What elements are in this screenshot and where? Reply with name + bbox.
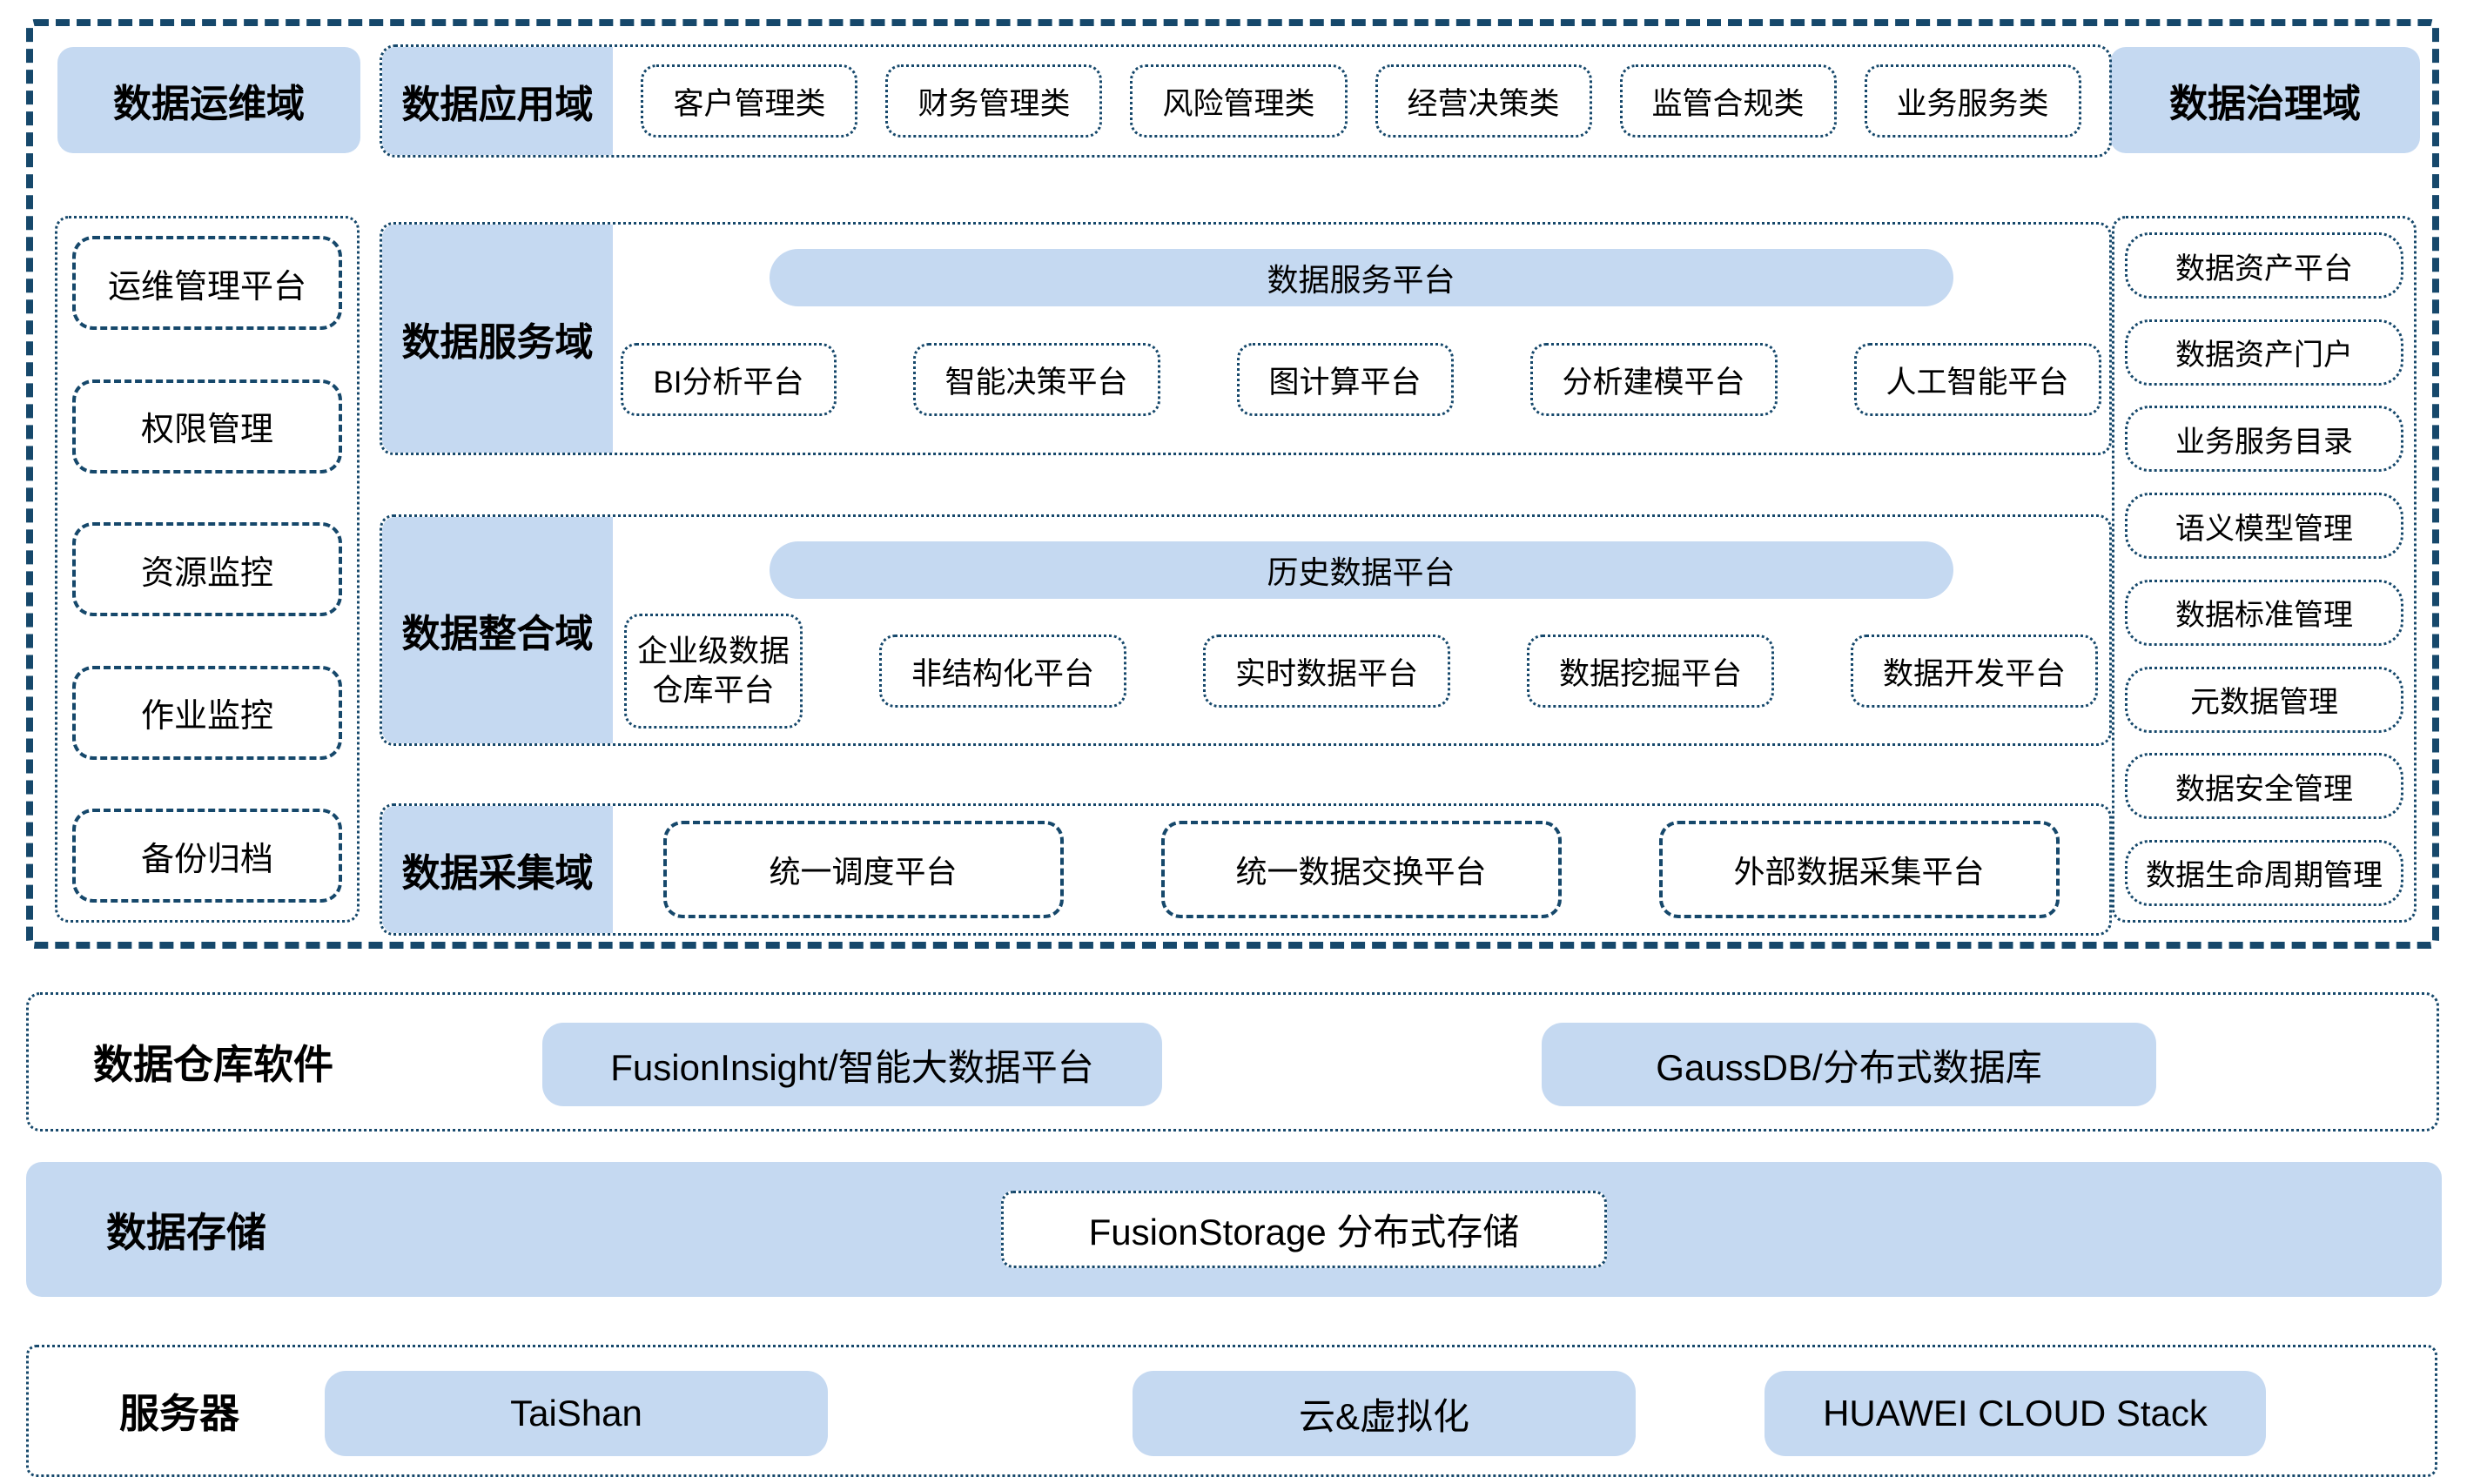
service-chip: 人工智能平台 [1853, 343, 2101, 416]
application-chip: 监管合规类 [1619, 64, 1837, 138]
ops-domain-header: 数据运维域 [57, 47, 360, 153]
server-row: 服务器 TaiShan 云&虚拟化 HUAWEI CLOUD Stack [26, 1345, 2437, 1477]
ops-item: 备份归档 [72, 809, 342, 903]
integration-chip-row: 企业级数据仓库平台 非结构化平台 实时数据平台 数据挖掘平台 数据开发平台 [613, 599, 2109, 743]
governance-item: 数据安全管理 [2125, 753, 2403, 820]
service-chip-row: BI分析平台 智能决策平台 图计算平台 分析建模平台 人工智能平台 [613, 306, 2109, 453]
collection-chip: 统一数据交换平台 [1160, 821, 1562, 918]
service-platform-banner: 数据服务平台 [769, 249, 1953, 306]
ops-domain-title: 数据运维域 [113, 83, 305, 125]
service-chip: 分析建模平台 [1529, 343, 1778, 416]
warehouse-software-row: 数据仓库软件 FusionInsight/智能大数据平台 GaussDB/分布式… [26, 992, 2439, 1131]
integration-chip: 企业级数据仓库平台 [623, 614, 803, 729]
warehouse-row-title: 数据仓库软件 [93, 1042, 333, 1087]
ops-item: 资源监控 [72, 522, 342, 616]
application-chip: 业务服务类 [1864, 64, 2081, 138]
integration-domain-content: 历史数据平台 企业级数据仓库平台 非结构化平台 实时数据平台 数据挖掘平台 数据… [613, 517, 2109, 743]
cloud-virtualization-box: 云&虚拟化 [1133, 1371, 1636, 1456]
integration-domain-band: 数据整合域 历史数据平台 企业级数据仓库平台 非结构化平台 实时数据平台 数据挖… [380, 514, 2112, 746]
application-domain-band: 数据应用域 客户管理类 财务管理类 风险管理类 经营决策类 监管合规类 业务服务… [380, 44, 2112, 158]
service-chip: 图计算平台 [1236, 343, 1454, 416]
governance-item: 数据标准管理 [2125, 579, 2403, 646]
storage-row-title: 数据存储 [106, 1209, 266, 1255]
collection-chip: 外部数据采集平台 [1658, 821, 2060, 918]
data-storage-row: 数据存储 FusionStorage 分布式存储 [26, 1162, 2442, 1297]
history-data-banner: 历史数据平台 [769, 541, 1953, 599]
integration-domain-label: 数据整合域 [382, 517, 613, 743]
governance-domain-header: 数据治理域 [2110, 47, 2420, 153]
application-chip: 经营决策类 [1375, 64, 1592, 138]
service-chip: 智能决策平台 [912, 343, 1160, 416]
ops-item: 运维管理平台 [72, 236, 342, 330]
governance-item: 数据资产平台 [2125, 232, 2403, 299]
collection-chip: 统一调度平台 [662, 821, 1064, 918]
collection-chip-row: 统一调度平台 统一数据交换平台 外部数据采集平台 [613, 806, 2109, 933]
service-domain-content: 数据服务平台 BI分析平台 智能决策平台 图计算平台 分析建模平台 人工智能平台 [613, 225, 2109, 453]
governance-item: 数据资产门户 [2125, 319, 2403, 386]
taishan-box: TaiShan [325, 1371, 828, 1456]
service-chip: BI分析平台 [621, 343, 837, 416]
application-domain-label: 数据应用域 [382, 47, 613, 155]
integration-chip: 数据开发平台 [1851, 635, 2099, 708]
integration-chip: 非结构化平台 [878, 635, 1126, 708]
ops-item: 作业监控 [72, 665, 342, 760]
service-domain-band: 数据服务域 数据服务平台 BI分析平台 智能决策平台 图计算平台 分析建模平台 … [380, 222, 2112, 455]
fusioninsight-box: FusionInsight/智能大数据平台 [542, 1023, 1162, 1106]
application-chip-row: 客户管理类 财务管理类 风险管理类 经营决策类 监管合规类 业务服务类 [613, 47, 2109, 155]
governance-domain-column: 数据资产平台 数据资产门户 业务服务目录 语义模型管理 数据标准管理 元数据管理… [2112, 216, 2417, 923]
huawei-cloud-stack-box: HUAWEI CLOUD Stack [1765, 1371, 2266, 1456]
governance-item: 语义模型管理 [2125, 493, 2403, 560]
governance-item: 数据生命周期管理 [2125, 839, 2403, 906]
application-chip: 风险管理类 [1130, 64, 1348, 138]
integration-chip: 数据挖掘平台 [1527, 635, 1775, 708]
main-architecture-frame: 数据运维域 数据治理域 数据应用域 客户管理类 财务管理类 风险管理类 经营决策… [26, 19, 2439, 949]
governance-domain-title: 数据治理域 [2169, 83, 2361, 125]
ops-domain-column: 运维管理平台 权限管理 资源监控 作业监控 备份归档 [55, 216, 360, 923]
fusionstorage-box: FusionStorage 分布式存储 [1001, 1191, 1607, 1268]
gaussdb-box: GaussDB/分布式数据库 [1542, 1023, 2156, 1106]
collection-domain-band: 数据采集域 统一调度平台 统一数据交换平台 外部数据采集平台 [380, 803, 2112, 936]
collection-domain-label: 数据采集域 [382, 806, 613, 933]
governance-item: 元数据管理 [2125, 666, 2403, 733]
ops-item: 权限管理 [72, 379, 342, 473]
application-chip: 财务管理类 [885, 64, 1103, 138]
integration-chip: 实时数据平台 [1202, 635, 1450, 708]
service-domain-label: 数据服务域 [382, 225, 613, 453]
server-row-title: 服务器 [119, 1391, 239, 1436]
application-chip: 客户管理类 [641, 64, 858, 138]
governance-item: 业务服务目录 [2125, 406, 2403, 473]
